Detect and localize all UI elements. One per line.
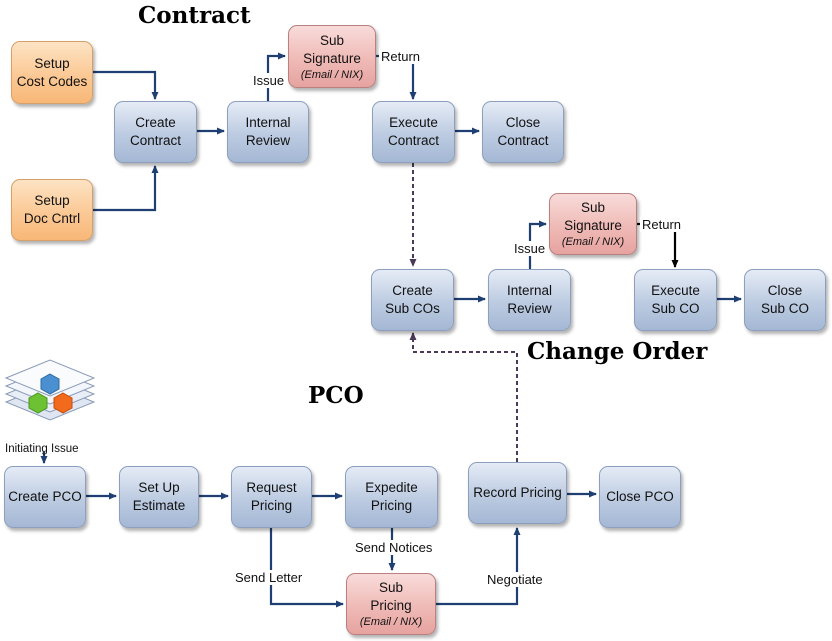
edge-label-issue-co: Issue <box>512 241 548 256</box>
node-label: Record Pricing <box>473 485 562 500</box>
node-label: Setup Doc Cntrl <box>23 193 81 226</box>
close-sub-co-node[interactable]: Close Sub CO <box>744 269 826 331</box>
edge-label-return-co: Return <box>640 217 684 232</box>
node-label: Sub Pricing <box>370 580 412 613</box>
expedite-pricing-node[interactable]: Expedite Pricing <box>345 466 438 528</box>
close-pco-node[interactable]: Close PCO <box>599 466 681 528</box>
set-up-estimate-node[interactable]: Set Up Estimate <box>119 466 199 528</box>
node-label: Close Sub CO <box>760 283 810 316</box>
sub-signature-contract-node[interactable]: Sub Signature (Email / NIX) <box>288 25 376 88</box>
node-label: Internal Review <box>506 283 553 316</box>
pco-section-title: PCO <box>308 382 364 409</box>
edge-doc-cntrl-to-create-contract <box>93 165 159 212</box>
node-label: Set Up Estimate <box>132 480 186 513</box>
setup-cost-codes-node[interactable]: Setup Cost Codes <box>11 41 93 104</box>
node-label: Sub Signature <box>564 200 622 233</box>
change-order-section-title: Change Order <box>527 338 708 365</box>
create-pco-node[interactable]: Create PCO <box>4 466 86 528</box>
node-label: Expedite Pricing <box>365 480 418 513</box>
create-contract-node[interactable]: Create Contract <box>114 101 197 163</box>
close-contract-node[interactable]: Close Contract <box>482 101 564 163</box>
edge-cost-codes-to-create-contract <box>93 70 159 100</box>
node-label: Close PCO <box>606 489 674 504</box>
node-label: Execute Sub CO <box>651 283 700 316</box>
edge-label-return-contract: Return <box>379 49 423 64</box>
internal-review-co-node[interactable]: Internal Review <box>488 269 571 331</box>
setup-doc-cntrl-node[interactable]: Setup Doc Cntrl <box>11 179 93 241</box>
node-label: Create Contract <box>129 115 182 148</box>
edge-request-pricing-to-sub-pricing <box>269 528 344 608</box>
node-label: Create Sub COs <box>385 283 440 316</box>
node-label: Execute Contract <box>387 115 440 148</box>
edge-label-send-letter: Send Letter <box>233 570 305 585</box>
edge-label-issue-contract: Issue <box>251 73 287 88</box>
edge-label-negotiate: Negotiate <box>485 572 545 587</box>
create-sub-cos-node[interactable]: Create Sub COs <box>371 269 454 331</box>
sub-pricing-node[interactable]: Sub Pricing (Email / NIX) <box>346 573 436 635</box>
edge-record-pricing-to-create-sub-cos <box>409 332 518 462</box>
stacked-layers-hexagon-icon <box>4 359 96 421</box>
node-sublabel: (Email / NIX) <box>359 616 423 628</box>
execute-contract-node[interactable]: Execute Contract <box>372 101 455 163</box>
request-pricing-node[interactable]: Request Pricing <box>231 466 312 528</box>
internal-review-contract-node[interactable]: Internal Review <box>227 101 309 163</box>
node-label: Request Pricing <box>246 480 297 513</box>
node-sublabel: (Email / NIX) <box>300 68 364 81</box>
node-label: Internal Review <box>245 115 291 148</box>
node-label: Close Contract <box>497 115 549 148</box>
execute-sub-co-node[interactable]: Execute Sub CO <box>634 269 717 331</box>
sub-signature-co-node[interactable]: Sub Signature (Email / NIX) <box>549 193 637 255</box>
edge-sub-pricing-to-record-pricing <box>436 527 521 606</box>
node-label: Setup Cost Codes <box>16 55 88 89</box>
node-label: Create PCO <box>8 489 82 504</box>
record-pricing-node[interactable]: Record Pricing <box>468 462 567 524</box>
edge-label-send-notices: Send Notices <box>353 540 435 555</box>
node-label: Sub Signature <box>303 32 361 66</box>
node-sublabel: (Email / NIX) <box>561 236 625 248</box>
contract-section-title: Contract <box>138 2 251 29</box>
initiating-issue-label: Initiating Issue <box>5 443 79 455</box>
